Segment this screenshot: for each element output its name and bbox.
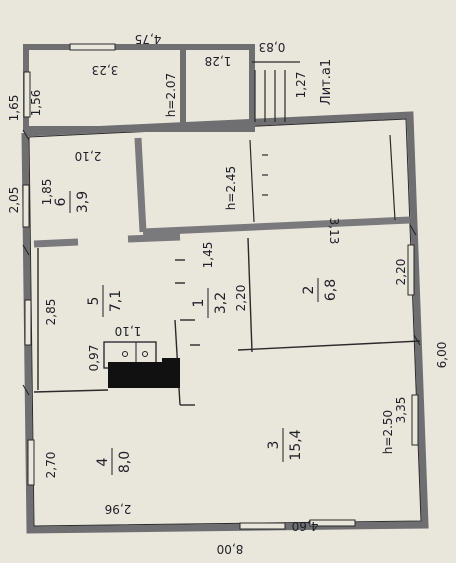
room-4-area: 8,0 — [117, 451, 133, 473]
interior-walls — [33, 137, 411, 248]
dim-stove-110: 1,10 — [115, 324, 142, 338]
fraction-bars — [69, 191, 319, 475]
room-3-number: 3 — [266, 441, 282, 450]
room-6-area: 3,9 — [75, 191, 91, 213]
dim-right-335: 3,35 — [394, 397, 408, 424]
room-4-number: 4 — [95, 457, 111, 466]
dim-right-220: 2,20 — [394, 259, 408, 286]
dim-left-296: 2,96 — [105, 502, 132, 516]
outer-walls-inner-line — [28, 118, 422, 527]
room-1-number: 1 — [191, 299, 207, 308]
dim-porch-128: 1,28 — [205, 54, 232, 68]
title-lit: Лит.а1 — [319, 59, 334, 105]
dim-top-165: 1,65 — [7, 95, 21, 122]
dim-left-285: 2,85 — [44, 299, 58, 326]
veranda-marks — [249, 134, 396, 223]
dim-mid-220: 2,20 — [234, 285, 248, 312]
dim-porch-156: 1,56 — [29, 90, 43, 117]
dim-porch-323: 3,23 — [92, 63, 119, 77]
room-3-area: 15,4 — [288, 429, 304, 460]
dim-left-460: 4,60 — [292, 519, 319, 533]
dim-outer-width: 8,00 — [217, 542, 244, 556]
room-1-area: 3,2 — [213, 292, 229, 314]
stove — [103, 341, 180, 388]
main-windows — [22, 184, 419, 530]
dimension-labels: 6,00 2,05 1,65 1,85 2,85 2,70 0,97 1,45 … — [7, 72, 449, 479]
porch-windows — [23, 43, 116, 118]
height-main: h=2.50 — [381, 410, 395, 454]
porch-stairs — [252, 61, 300, 122]
room-6-number: 6 — [53, 197, 69, 206]
room-2-area: 6,8 — [323, 279, 339, 301]
dimension-ticks — [22, 129, 421, 396]
height-porch: h=2.07 — [164, 73, 178, 117]
room-2-number: 2 — [301, 286, 317, 295]
dim-porch-083: 0,83 — [259, 40, 286, 54]
dim-porch-127: 1,27 — [294, 72, 308, 99]
dim-room6-210: 2,10 — [75, 149, 102, 163]
dim-left-270: 2,70 — [44, 452, 58, 479]
dim-porch-475: 4,75 — [135, 32, 162, 46]
room-5-number: 5 — [86, 297, 102, 306]
dimension-labels-flipped: 8,00 2,96 4,60 2,10 1,10 3,13 4,75 3,23 … — [75, 32, 341, 556]
dim-stove-097: 0,97 — [87, 345, 101, 372]
dim-right-313: 3,13 — [327, 218, 341, 245]
dim-top-205: 2,05 — [7, 187, 21, 214]
outer-walls — [21, 111, 429, 534]
room-5-area: 7,1 — [108, 290, 124, 312]
dim-left-185: 1,85 — [40, 179, 54, 206]
height-veranda: h=2.45 — [224, 166, 238, 210]
dim-mid-145: 1,45 — [201, 242, 215, 269]
dim-outer-length: 6,00 — [435, 342, 449, 369]
